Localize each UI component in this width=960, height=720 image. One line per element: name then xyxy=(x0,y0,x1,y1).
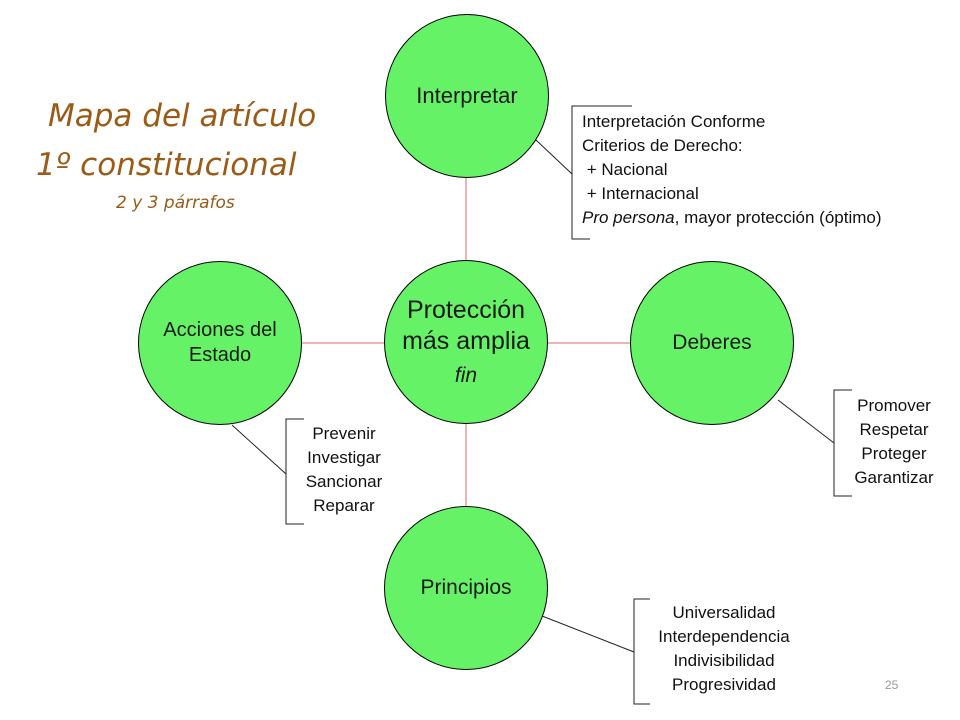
node-acciones-del-estado: Acciones del Estado xyxy=(138,261,302,425)
node-center: Protección más amplia fin xyxy=(384,260,548,424)
detail-item: Respetar xyxy=(859,420,929,439)
leader-interpretar xyxy=(535,139,573,175)
detail-item: + Internacional xyxy=(582,184,699,203)
center-label-line2: más amplia xyxy=(402,326,530,355)
bracket-principios xyxy=(633,598,650,705)
page-number: 25 xyxy=(885,678,899,692)
bracket-deberes xyxy=(833,389,852,497)
details-acciones: Prevenir Investigar Sancionar Reparar xyxy=(288,422,400,518)
leader-deberes xyxy=(777,399,835,444)
node-principios: Principios xyxy=(384,506,548,670)
center-label-line1: Protección xyxy=(406,295,526,324)
detail-item: Prevenir xyxy=(312,424,376,443)
detail-item: Investigar xyxy=(307,448,381,467)
detail-item: Indivisibilidad xyxy=(673,651,775,670)
detail-item: + Nacional xyxy=(582,160,668,179)
title-line1: Mapa del artículo xyxy=(48,98,317,134)
node-interpretar: Interpretar xyxy=(385,14,549,178)
detail-item: Promover xyxy=(857,396,931,415)
node-interpretar-label: Interpretar xyxy=(416,83,518,109)
node-deberes: Deberes xyxy=(630,261,794,425)
detail-item-last: Pro persona, mayor protección (óptimo) xyxy=(582,206,882,230)
detail-item: Proteger xyxy=(861,444,927,463)
title-subtitle: 2 y 3 párrafos xyxy=(116,193,235,213)
detail-item: Reparar xyxy=(313,496,375,515)
detail-item: Interpretación Conforme xyxy=(582,112,766,131)
title-line2: 1º constitucional xyxy=(36,147,297,183)
detail-item: Criterios de Derecho: xyxy=(582,136,743,155)
bracket-acciones xyxy=(285,418,304,525)
detail-item: Interdependencia xyxy=(658,627,790,646)
details-deberes: Promover Respetar Proteger Garantizar xyxy=(842,394,946,490)
details-interpretar: Interpretación Conforme Criterios de Der… xyxy=(582,110,882,230)
detail-item: Sancionar xyxy=(305,472,383,491)
leader-principios xyxy=(536,613,635,653)
center-label-fin: fin xyxy=(454,364,478,388)
node-acciones-label-line2: Estado xyxy=(188,344,252,366)
detail-item: Universalidad xyxy=(672,603,776,622)
detail-item: Progresividad xyxy=(672,675,776,694)
node-acciones-label-line1: Acciones del xyxy=(163,319,277,341)
details-principios: Universalidad Interdependencia Indivisib… xyxy=(640,601,808,697)
leader-acciones xyxy=(231,424,287,475)
detail-rest: , mayor protección (óptimo) xyxy=(674,208,882,227)
node-deberes-label: Deberes xyxy=(672,330,752,354)
bracket-interpretar xyxy=(571,105,632,240)
detail-italic: Pro persona xyxy=(582,208,675,227)
detail-item: Garantizar xyxy=(854,468,934,487)
node-principios-label: Principios xyxy=(420,575,512,599)
